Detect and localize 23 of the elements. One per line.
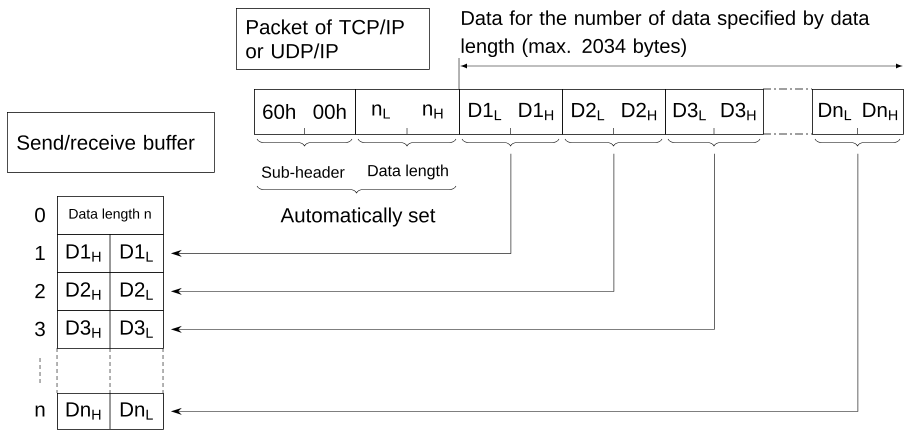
label-box: Send/receive buffer [7,112,215,173]
byte-cell: D3$_{L}$ D3$_{H}$ [665,89,764,135]
buffer-cell: Data length n [57,196,164,235]
field-label: Sub-header [262,166,345,178]
byte-cell: D2$_{L}$ D2$_{H}$ [562,89,666,135]
buffer-cell: D1$_{H}$ D1$_{L}$ [57,234,164,273]
empty-row [56,348,164,394]
group-label: Automatically set [280,207,436,227]
byte-cell: D1$_{L}$ D1$_{H}$ [459,89,563,135]
row-number: 2 [35,284,45,298]
label-box: Packet of TCP/IP or UDP/IP [236,8,430,70]
byte-cell: 60h 00h [254,89,356,135]
field-label: Data length [368,164,448,180]
row-number: 0 [35,208,45,222]
caption-text: Data for the number of data specified by data length (max. 2034 bytes) [462,10,870,58]
byte-cell: n$_{L}$ n$_{H}$ [355,89,460,135]
buffer-cell: D2$_{H}$ D2$_{L}$ [57,272,164,311]
buffer-cell: D3$_{H}$ D3$_{L}$ [57,310,164,349]
buffer-cell: Dn$_{H}$ Dn$_{L}$ [57,392,164,430]
row-number: 1 [36,246,45,260]
row-number: n [36,405,44,416]
byte-cell: Dn$_{L}$ Dn$_{H}$ [812,89,904,135]
row-number: 3 [35,322,45,336]
